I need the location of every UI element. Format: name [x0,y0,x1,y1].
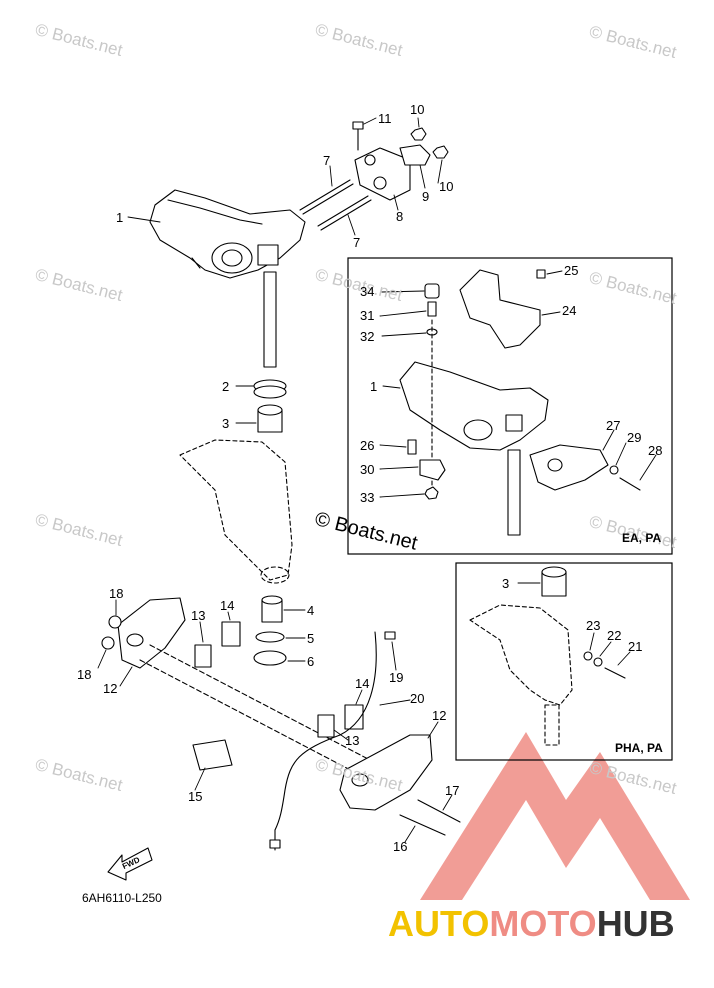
callout-7b: 7 [353,235,361,250]
callout-18a: 18 [109,586,124,601]
inset-ea-callout-31: 31 [360,308,375,323]
nut-18b [101,636,115,650]
nut-33 [424,486,439,500]
bushing-2 [253,379,287,399]
inset-ea-callout-34: 34 [360,284,375,299]
inset-pha-callout-22: 22 [607,628,622,643]
callout-8: 8 [396,209,404,224]
callout-1: 1 [116,210,124,225]
callout-18b: 18 [77,667,92,682]
inset-ea-callout-27: 27 [606,418,621,433]
bolt-26 [407,439,417,455]
callout-10b: 10 [439,179,454,194]
inset-ea-callout-28: 28 [648,443,663,458]
callout-13b: 13 [345,733,360,748]
inset-ea-callout-25: 25 [564,263,579,278]
callout-9: 9 [422,189,430,204]
lock-30 [419,459,446,481]
inset-ea-callout-32: 32 [360,329,375,344]
plate-15 [192,739,233,771]
bolt-7a [299,179,351,211]
callout-7a: 7 [323,153,331,168]
callout-10a: 10 [410,102,425,117]
fwd-arrow [107,847,153,881]
washer-23 [583,651,593,661]
tilt-lever-27 [529,444,609,491]
bolt-7b [317,195,369,227]
pad-13b [317,714,335,738]
screw-31 [427,301,437,317]
callout-17: 17 [445,783,460,798]
callout-16: 16 [393,839,408,854]
leader-lines [97,117,657,843]
nut-10a [410,127,427,141]
inset-ea-callout-33: 33 [360,490,375,505]
callout-13a: 13 [191,608,206,623]
screw-19 [384,631,396,640]
callout-14a: 14 [220,598,235,613]
inset-pha-bracket [469,604,573,746]
pad-14a [221,621,241,647]
inset-ea-callout-30: 30 [360,462,375,477]
inset-pha-box [455,562,673,761]
clamp-bracket-12-right [339,734,433,811]
part-code: 6AH6110-L250 [82,891,162,905]
bushing-4 [261,595,283,623]
bolt-11 [352,121,364,151]
logo-part-auto: AUTO [388,903,490,944]
callout-4: 4 [307,603,315,618]
inset-ea-callout-24: 24 [562,303,577,318]
pad-14b [344,704,364,730]
nut-10b [432,145,449,159]
swivel-bracket-upper [149,189,306,368]
inset-ea-label: EA, PA [622,531,662,545]
bushing-3 [257,404,283,433]
callout-11: 11 [378,111,392,126]
bolt-21 [604,667,626,679]
inset-pha-label: PHA, PA [615,741,663,755]
washer-29 [609,465,619,475]
callout-12b: 12 [432,708,447,723]
cap-34 [424,283,440,299]
automotohub-logo: AUTOMOTOHUB [388,903,675,945]
callout-14b: 14 [355,676,370,691]
callout-19: 19 [389,670,404,685]
callout-12a: 12 [103,681,118,696]
bushing-3-pha [541,566,567,597]
nut-18a [108,615,122,629]
logo-part-moto: MOTO [489,903,597,944]
o-ring-5 [255,631,285,643]
bolt-16 [399,814,446,836]
bushing-6 [253,650,287,666]
pad-13a [194,644,212,668]
bolt-17 [417,799,461,823]
inset-ea-box [347,257,673,555]
ground-wire-20 [274,631,377,831]
inset-pha-callout-3: 3 [502,576,510,591]
inset-pha-callout-21: 21 [628,639,643,654]
clamp-8 [354,147,411,201]
callout-6: 6 [307,654,315,669]
inset-ea-bracket [399,361,549,536]
logo-part-hub: HUB [596,903,675,944]
callout-20: 20 [410,691,425,706]
swivel-bracket-lower [179,439,293,584]
bolt-28 [619,477,641,491]
inset-ea-callout-26: 26 [360,438,375,453]
plate-9 [399,144,431,166]
bolt-25 [536,269,546,279]
inset-ea-cover-24 [459,269,541,349]
callout-15: 15 [188,789,203,804]
callout-3: 3 [222,416,230,431]
callout-2: 2 [222,379,230,394]
inset-pha-callout-23: 23 [586,618,601,633]
callout-5: 5 [307,631,315,646]
clamp-bracket-12-left [117,597,186,669]
logo-triangle [420,732,690,900]
washer-22 [593,657,603,667]
inset-ea-callout-29: 29 [627,430,642,445]
inset-ea-callout-1: 1 [370,379,378,394]
